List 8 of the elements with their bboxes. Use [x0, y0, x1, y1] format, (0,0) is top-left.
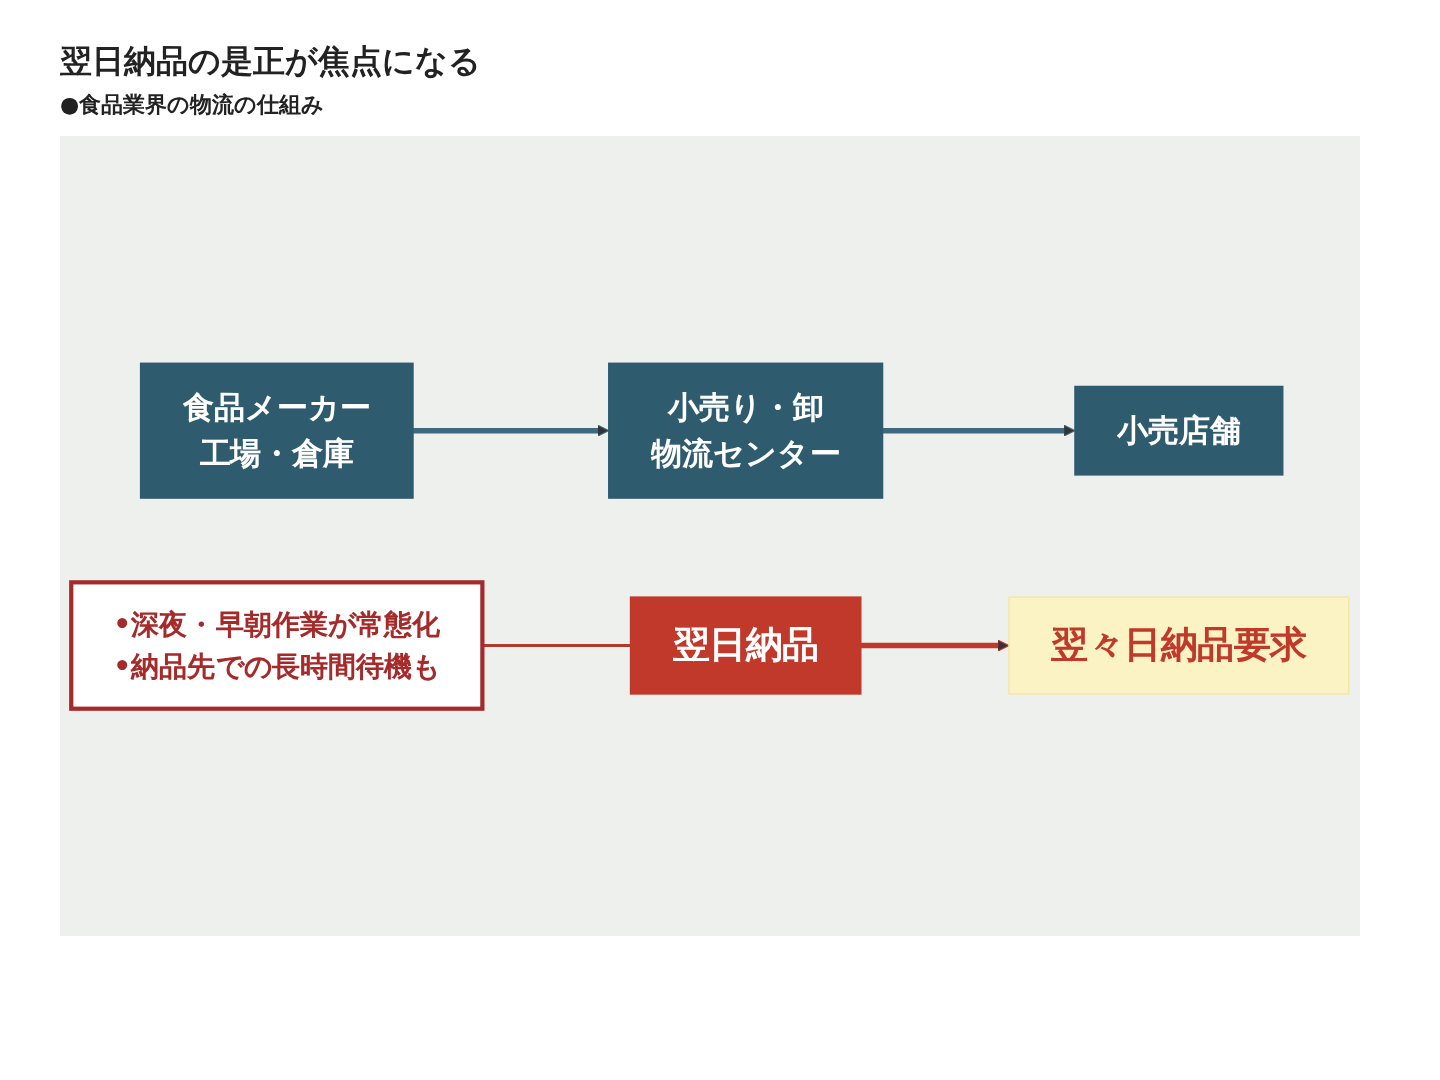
diagram-title: 翌日納品の是正が焦点になる: [60, 41, 482, 82]
node-box: 翌日納品: [629, 596, 862, 695]
node-box: •深夜・早朝作業が常態化 •納品先での長時間待機も: [69, 580, 485, 711]
node-box: 小売り・卸 物流センター: [608, 362, 884, 499]
node-box: 小売店舗: [1074, 385, 1284, 476]
node-box: 翌々日納品要求: [1008, 596, 1350, 695]
subtitle-text: ●食品業界の物流の仕組み: [60, 91, 326, 119]
node-box: 食品メーカー 工場・倉庫: [139, 362, 414, 499]
